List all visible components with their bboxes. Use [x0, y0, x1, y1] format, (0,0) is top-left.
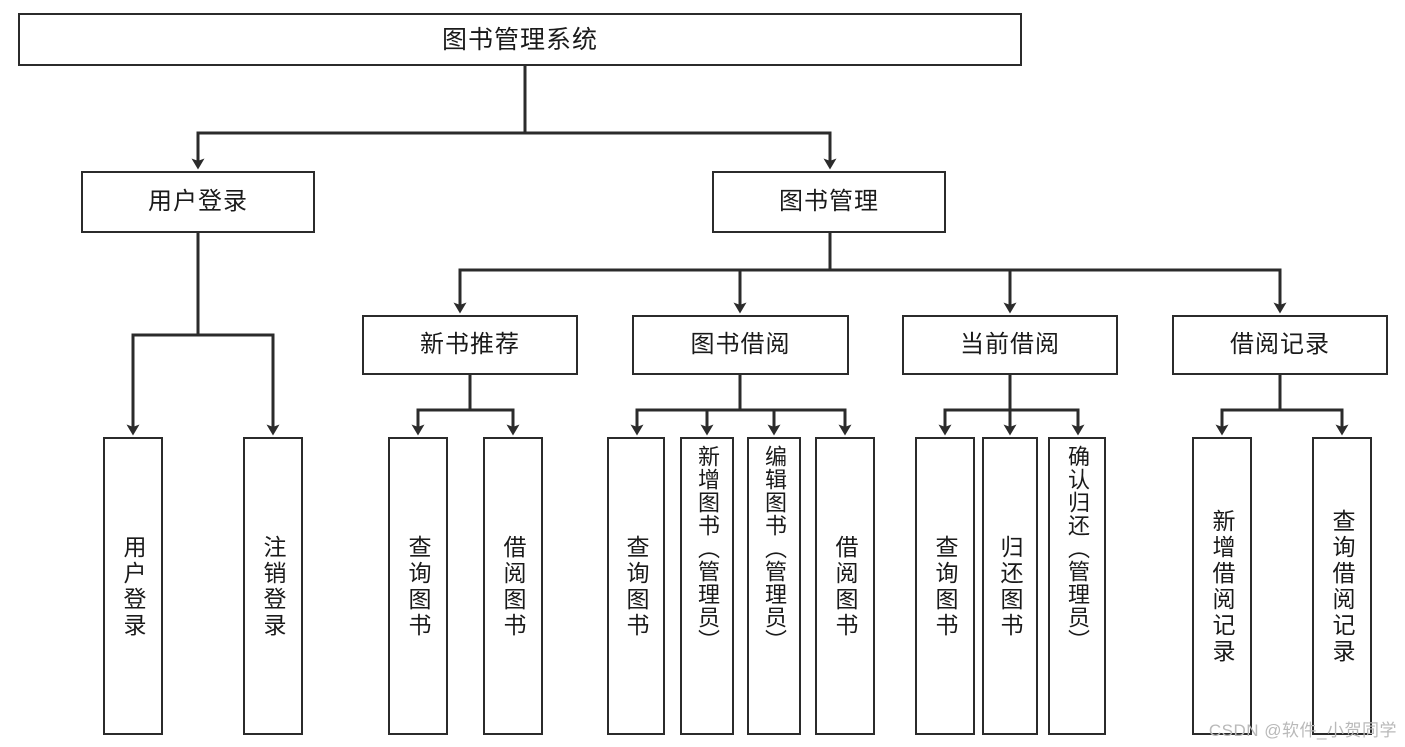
node-borrow-record[interactable]: 借阅记录 — [1172, 315, 1388, 375]
node-leaf-add-book-label: 新增图书（管理员） — [695, 445, 720, 652]
node-leaf-query-book-3[interactable]: 查询图书 — [915, 437, 975, 735]
node-leaf-logout-login-label: 注销登录 — [260, 535, 286, 639]
node-leaf-query-book-2[interactable]: 查询图书 — [607, 437, 665, 735]
node-leaf-add-record-label: 新增借阅记录 — [1209, 509, 1235, 665]
node-leaf-borrow-book-2[interactable]: 借阅图书 — [815, 437, 875, 735]
watermark: CSDN @软件_小贺同学 — [1208, 721, 1397, 740]
node-leaf-add-record[interactable]: 新增借阅记录 — [1192, 437, 1252, 735]
node-current-borrow[interactable]: 当前借阅 — [902, 315, 1118, 375]
node-user-login-label: 用户登录 — [148, 187, 248, 215]
node-book-borrow-label: 图书借阅 — [690, 330, 791, 358]
node-leaf-query-book-2-label: 查询图书 — [623, 535, 649, 639]
node-leaf-return-book[interactable]: 归还图书 — [982, 437, 1038, 735]
node-leaf-borrow-book-1-label: 借阅图书 — [500, 535, 526, 639]
node-leaf-borrow-book-2-label: 借阅图书 — [832, 535, 858, 639]
node-book-manage-label: 图书管理 — [779, 187, 879, 215]
node-user-login[interactable]: 用户登录 — [81, 171, 315, 233]
node-borrow-record-label: 借阅记录 — [1230, 330, 1330, 358]
node-book-borrow[interactable]: 图书借阅 — [632, 315, 849, 375]
node-leaf-logout-login[interactable]: 注销登录 — [243, 437, 303, 735]
node-leaf-edit-book[interactable]: 编辑图书（管理员） — [747, 437, 801, 735]
node-root[interactable]: 图书管理系统 — [18, 13, 1022, 66]
node-leaf-confirm-return-label: 确认归还（管理员） — [1065, 445, 1090, 652]
node-leaf-query-book-1[interactable]: 查询图书 — [388, 437, 448, 735]
node-leaf-query-record[interactable]: 查询借阅记录 — [1312, 437, 1372, 735]
node-book-manage[interactable]: 图书管理 — [712, 171, 946, 233]
node-new-book-recommend-label: 新书推荐 — [420, 330, 520, 358]
node-leaf-user-login[interactable]: 用户登录 — [103, 437, 163, 735]
node-current-borrow-label: 当前借阅 — [960, 330, 1060, 358]
node-leaf-query-record-label: 查询借阅记录 — [1329, 509, 1355, 665]
node-leaf-return-book-label: 归还图书 — [997, 535, 1023, 639]
node-new-book-recommend[interactable]: 新书推荐 — [362, 315, 578, 375]
node-leaf-user-login-label: 用户登录 — [120, 535, 146, 639]
node-leaf-query-book-1-label: 查询图书 — [405, 535, 431, 639]
node-root-label: 图书管理系统 — [441, 25, 598, 54]
node-leaf-edit-book-label: 编辑图书（管理员） — [762, 445, 787, 652]
node-leaf-borrow-book-1[interactable]: 借阅图书 — [483, 437, 543, 735]
node-leaf-confirm-return[interactable]: 确认归还（管理员） — [1048, 437, 1106, 735]
node-leaf-add-book[interactable]: 新增图书（管理员） — [680, 437, 734, 735]
node-leaf-query-book-3-label: 查询图书 — [932, 535, 958, 639]
